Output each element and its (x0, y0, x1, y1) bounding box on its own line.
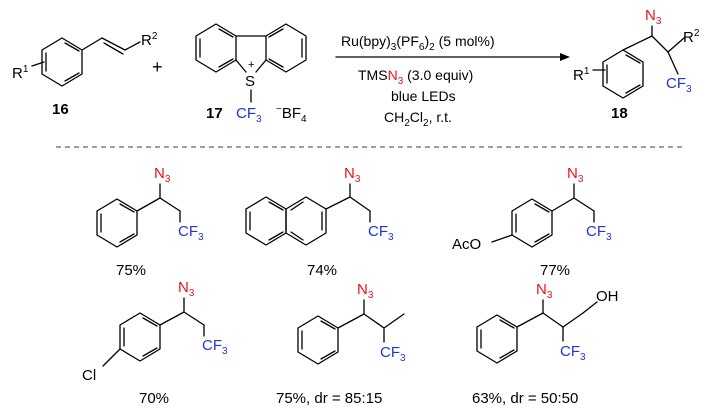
sulfur-atom: S (245, 73, 255, 90)
solvent-text: CH2Cl2, r.t. (384, 109, 452, 129)
light-source-text: blue LEDs (391, 88, 456, 104)
compound-label-16: 16 (52, 101, 69, 118)
azide-group: N3 (154, 165, 171, 185)
product-acetoxyphenyl: AcO N3 CF3 77% (452, 165, 612, 279)
azide-group: N3 (357, 281, 374, 301)
left-benzo-ring (195, 23, 237, 73)
r1-label: R1 (573, 66, 590, 84)
benzene-ring (41, 37, 83, 87)
cf3-group: CF3 (666, 75, 692, 95)
yield-label: 75% (116, 262, 146, 279)
cf3-group: CF3 (586, 223, 612, 243)
r1-label: R1 (12, 64, 29, 82)
r2-label: R2 (141, 31, 158, 49)
sulfonium-charge: + (248, 59, 254, 71)
reaction-arrow (335, 53, 570, 61)
product-phenyl: N3 CF3 75% (96, 165, 204, 279)
product-hydroxymethyl-branch: OH N3 CF3 63%, dr = 50:50 (472, 281, 619, 407)
yield-label: 77% (540, 262, 570, 279)
cf3-group: CF3 (560, 343, 586, 363)
azide-group: N3 (178, 279, 195, 299)
yield-label: 75%, dr = 85:15 (276, 390, 382, 407)
azide-group: N3 (645, 7, 662, 27)
product-18: N3 CF3 R2 R1 18 (573, 7, 700, 122)
reactant-16: R2 R1 16 (12, 31, 158, 118)
counterion: −BF4 (276, 104, 307, 125)
tmsn3-text: TMSN3 (3.0 equiv) (358, 67, 473, 87)
cf3-group: CF3 (202, 337, 228, 357)
cf3-group: CF3 (236, 105, 262, 125)
yield-label: 63%, dr = 50:50 (472, 390, 578, 407)
cf3-group: CF3 (368, 223, 394, 243)
azide-group: N3 (567, 165, 584, 185)
azide-group: N3 (536, 281, 553, 301)
azide-group: N3 (344, 165, 361, 185)
compound-label-18: 18 (611, 105, 628, 122)
compound-label-17: 17 (206, 105, 223, 122)
chloro-label: Cl (82, 367, 96, 384)
benzene-ring (602, 49, 644, 99)
product-chlorophenyl: Cl N3 CF3 70% (82, 279, 228, 407)
yield-label: 74% (307, 262, 337, 279)
plus-sign: + (152, 57, 163, 77)
cf3-group: CF3 (380, 344, 406, 364)
product-naphthyl: N3 CF3 74% (245, 165, 394, 279)
acetoxy-label: AcO (452, 236, 481, 253)
yield-label: 70% (139, 390, 169, 407)
reagent-17: S + CF3 −BF4 17 (195, 23, 307, 125)
vinyl-bond (81, 37, 141, 55)
product-methyl-branch: N3 CF3 75%, dr = 85:15 (276, 281, 406, 407)
reaction-conditions: Ru(bpy)3(PF6)2 (5 mol%) TMSN3 (3.0 equiv… (335, 33, 570, 129)
hydroxyl-label: OH (596, 288, 619, 305)
r2-label: R2 (683, 28, 700, 46)
catalyst-text: Ru(bpy)3(PF6)2 (5 mol%) (341, 33, 495, 53)
right-benzo-ring (265, 23, 307, 73)
cf3-group: CF3 (178, 223, 204, 243)
